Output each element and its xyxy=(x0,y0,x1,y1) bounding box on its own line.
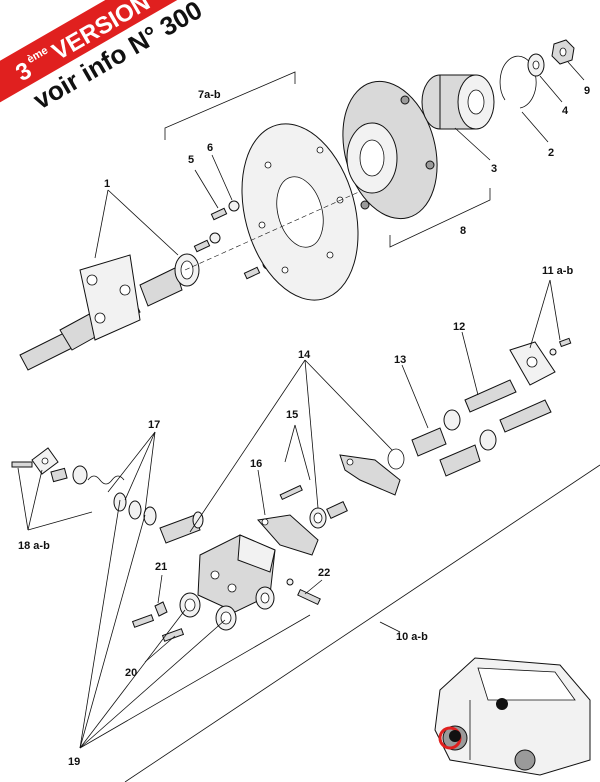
stub-axle-part xyxy=(19,253,200,371)
mounting-bracket-11 xyxy=(509,337,572,386)
leader-lines xyxy=(17,61,585,749)
callout-9: 9 xyxy=(584,85,590,97)
bracket-8 xyxy=(389,188,491,248)
section-divider-line xyxy=(124,464,600,782)
wheel-hub xyxy=(342,80,438,220)
callout-1: 1 xyxy=(104,178,110,190)
brake-caliper xyxy=(159,511,276,613)
callout-19: 19 xyxy=(68,756,80,768)
piston-spring-assembly xyxy=(11,447,157,526)
callout-21: 21 xyxy=(155,561,167,573)
callout-16: 16 xyxy=(250,458,262,470)
callout-8: 8 xyxy=(460,225,466,237)
callout-22: 22 xyxy=(318,567,330,579)
callout-13: 13 xyxy=(394,354,406,366)
callout-17: 17 xyxy=(148,419,160,431)
brake-pads xyxy=(257,454,401,556)
highlight-dot-top xyxy=(496,698,508,710)
callout-14: 14 xyxy=(298,349,311,361)
callout-4: 4 xyxy=(562,105,569,117)
callout-15: 15 xyxy=(286,409,298,421)
bracket-7ab xyxy=(164,71,296,140)
callout-6: 6 xyxy=(207,142,213,154)
callout-2: 2 xyxy=(548,147,554,159)
seals-small-parts xyxy=(131,578,321,642)
circlip-washer-nut xyxy=(499,39,575,109)
brake-disc xyxy=(184,123,431,301)
callout-10a-b: 10 a-b xyxy=(396,631,428,643)
callout-3: 3 xyxy=(491,163,497,175)
callout-20: 20 xyxy=(125,667,137,679)
callout-18a-b: 18 a-b xyxy=(18,540,50,552)
caliper-pins xyxy=(387,379,552,477)
bearing xyxy=(421,74,495,130)
callout-7a-b: 7a-b xyxy=(198,89,221,101)
callout-12: 12 xyxy=(453,321,465,333)
vehicle-thumbnail xyxy=(434,657,591,776)
callout-labels: 1 2 3 4 5 6 7a-b 8 9 10 a-b 11 a-b 12 13… xyxy=(18,85,590,768)
callout-11a-b: 11 a-b xyxy=(542,265,573,277)
callout-5: 5 xyxy=(188,154,194,166)
highlight-dot-rear xyxy=(449,730,461,742)
